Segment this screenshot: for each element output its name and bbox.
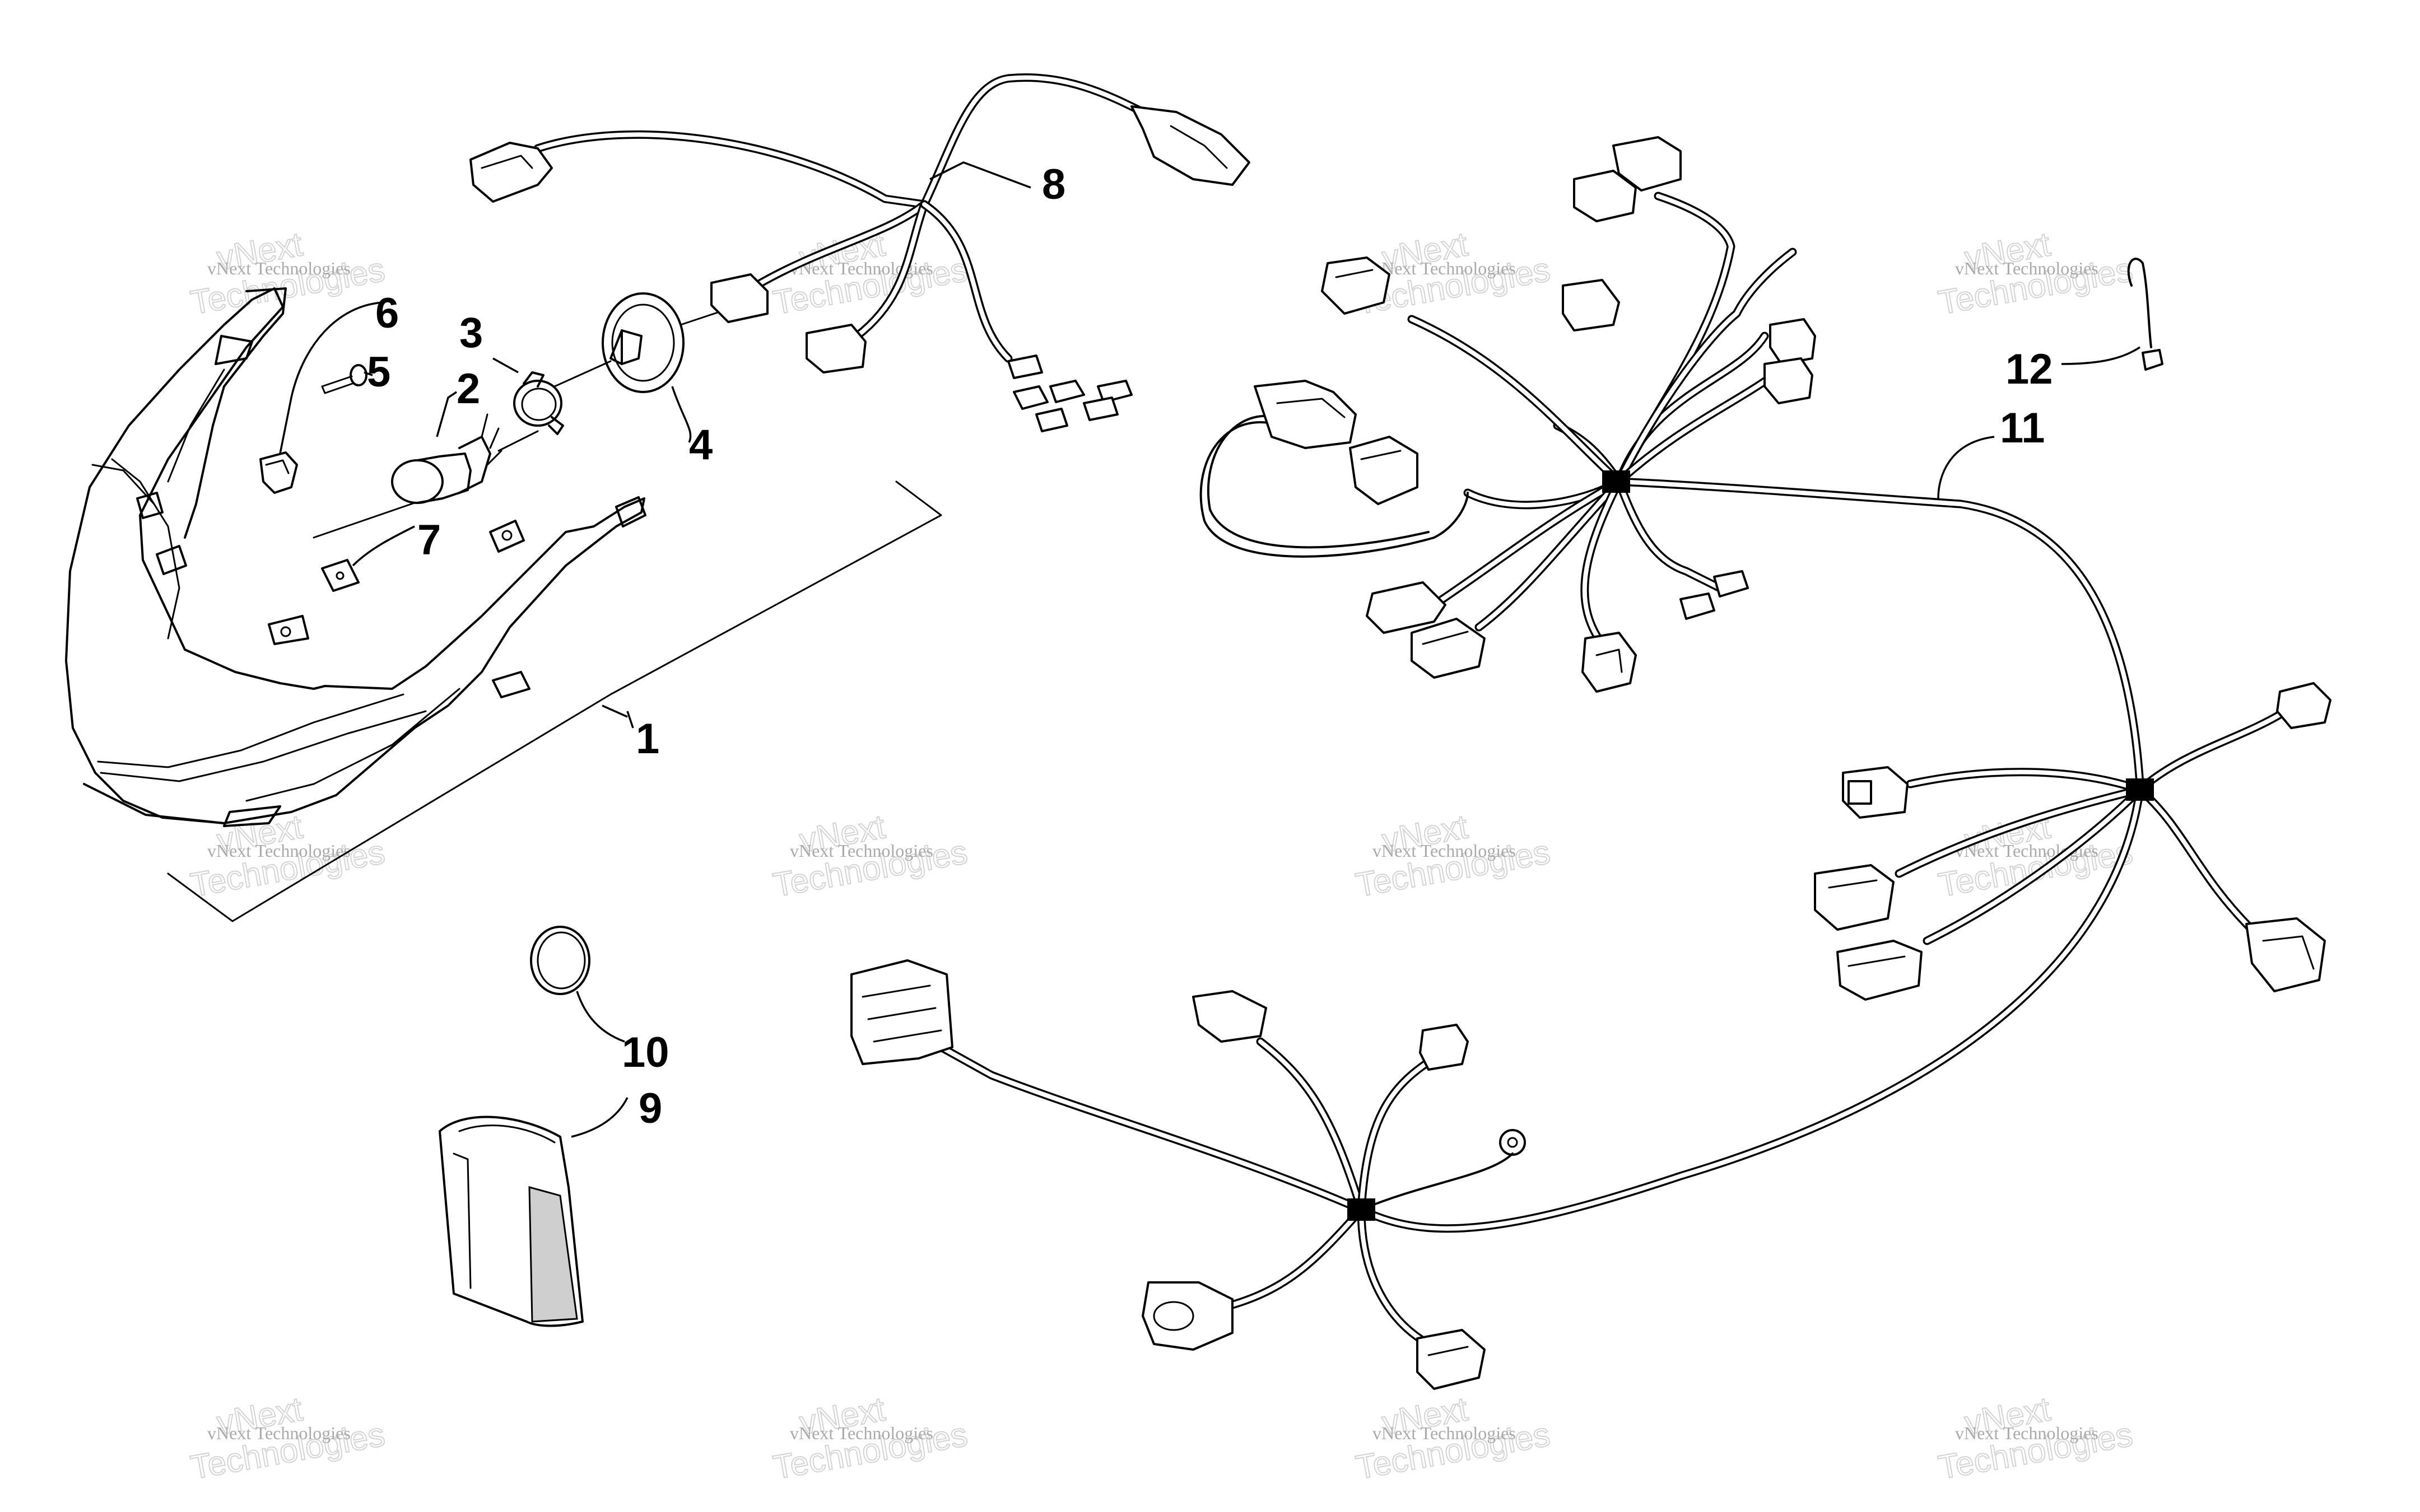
watermark: Technologies vNext vNext Technologies — [1935, 1389, 2136, 1487]
watermark-text: vNext Technologies — [207, 258, 351, 278]
speed-nut[interactable] — [321, 559, 360, 592]
watermark-text: vNext Technologies — [207, 1423, 351, 1443]
callout-8: 8 — [1042, 161, 1065, 208]
main-wiring-harness[interactable] — [850, 136, 2331, 1390]
watermark-text: vNext Technologies — [1955, 258, 2098, 278]
cable-tie[interactable] — [2127, 258, 2163, 371]
junction-tape — [1602, 470, 1630, 493]
callout-6: 6 — [375, 290, 399, 337]
callout-12: 12 — [2005, 346, 2053, 393]
callout-11: 11 — [2000, 404, 2045, 452]
clip-nut[interactable] — [259, 451, 298, 494]
retaining-ring[interactable] — [530, 926, 590, 995]
watermark: Technologies vNext vNext Technologies — [770, 807, 971, 904]
watermark: Technologies vNext vNext Technologies — [1935, 225, 2136, 322]
watermark: Technologies vNext vNext Technologies — [187, 1389, 388, 1487]
watermark: Technologies vNext vNext Technologies — [1352, 807, 1553, 904]
watermark: Technologies vNext vNext Technologies — [770, 1389, 971, 1487]
callouts: 1 2 3 4 5 6 7 8 9 10 11 12 — [367, 161, 2053, 1132]
screw[interactable] — [321, 364, 367, 394]
watermark-text: vNext Technologies — [1372, 258, 1516, 278]
callout-2: 2 — [457, 365, 480, 413]
shield-sleeve[interactable] — [439, 1116, 584, 1327]
bulb-boot[interactable] — [553, 292, 724, 393]
watermark: Technologies vNext vNext Technologies — [770, 225, 971, 322]
watermark: Technologies vNext vNext Technologies — [1352, 1389, 1553, 1487]
callout-1: 1 — [636, 715, 659, 763]
callout-4: 4 — [689, 421, 713, 469]
bulb-retaining-clip[interactable] — [513, 371, 564, 435]
headlight-bulb[interactable] — [313, 413, 539, 539]
junction-tape — [1347, 1198, 1375, 1221]
assembly-outline — [167, 480, 942, 922]
watermark-text: vNext Technologies — [790, 841, 933, 861]
callout-3: 3 — [459, 309, 483, 357]
headlight-harness[interactable] — [469, 73, 1250, 432]
watermark-text: vNext Technologies — [790, 1423, 933, 1443]
watermark-text: vNext Technologies — [1372, 841, 1516, 861]
watermark-text: vNext Technologies — [1955, 1423, 2098, 1443]
callout-7: 7 — [417, 516, 441, 564]
callout-leaders — [279, 161, 2140, 1138]
callout-10: 10 — [622, 1029, 669, 1076]
watermark-text: vNext Technologies — [207, 841, 351, 861]
junction-tape — [2126, 778, 2154, 801]
watermark-text: vNext Technologies — [1372, 1423, 1516, 1443]
callout-5: 5 — [367, 348, 390, 396]
watermark: Technologies vNext vNext Technologies — [1352, 225, 1553, 322]
headlight-housing[interactable] — [65, 287, 646, 827]
callout-9: 9 — [639, 1085, 662, 1132]
watermark: Technologies vNext vNext Technologies — [187, 225, 388, 322]
ring-terminal — [1499, 1129, 1526, 1156]
